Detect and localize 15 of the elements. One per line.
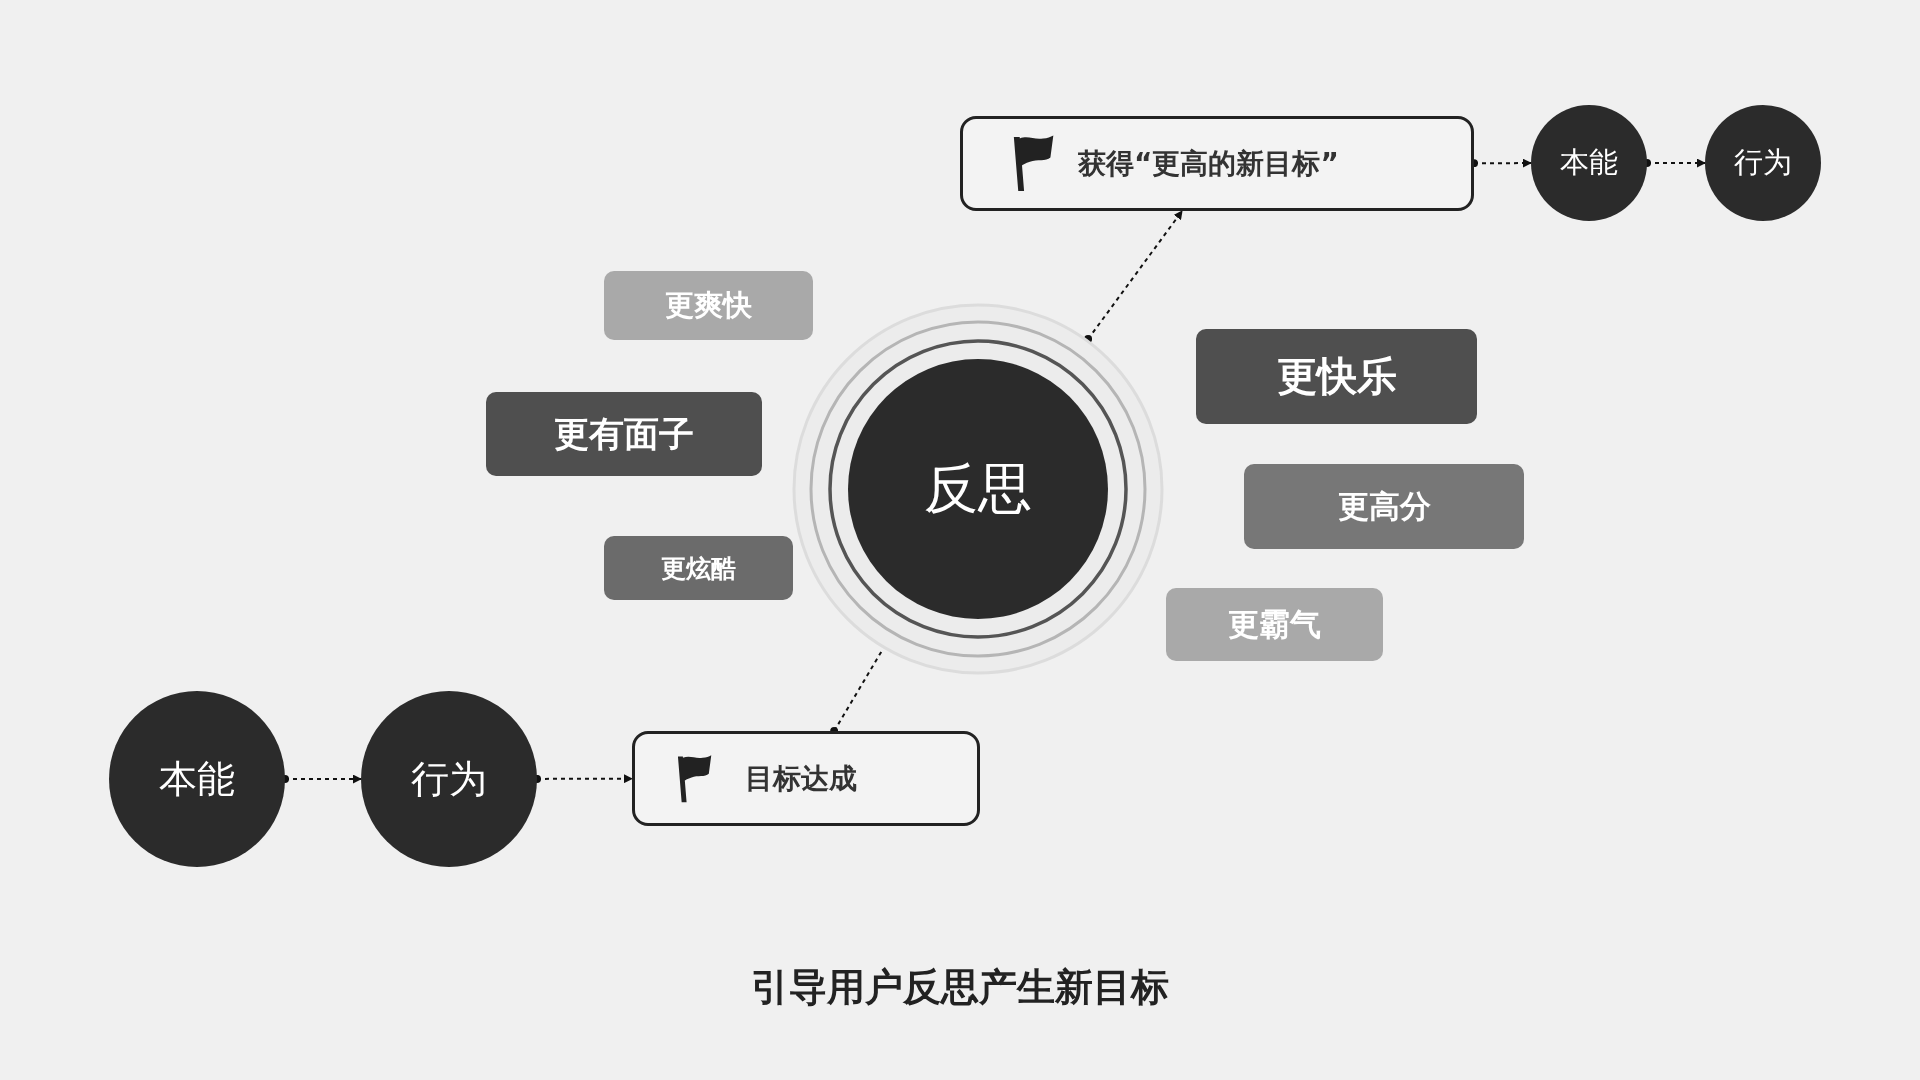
- circle-node: 行为: [1705, 105, 1821, 221]
- caption: 引导用户反思产生新目标: [750, 964, 1170, 1011]
- tag-box: 更有面子: [486, 392, 762, 476]
- tag-box: 更霸气: [1166, 588, 1383, 661]
- dotted-arrow: [1084, 210, 1184, 344]
- tag-box: 更炫酷: [604, 536, 793, 600]
- circle-node: 本能: [109, 691, 285, 867]
- goal-box: 目标达成: [632, 731, 980, 826]
- tag-box: 更爽快: [604, 271, 813, 340]
- circle-node: 本能: [1531, 105, 1647, 221]
- circle-node: 行为: [361, 691, 537, 867]
- tag-box: 更快乐: [1196, 329, 1477, 424]
- goal-box: 获得“更高的新目标”: [960, 116, 1474, 211]
- tag-box: 更高分: [1244, 464, 1524, 549]
- ring-circle: 反思: [792, 303, 1164, 675]
